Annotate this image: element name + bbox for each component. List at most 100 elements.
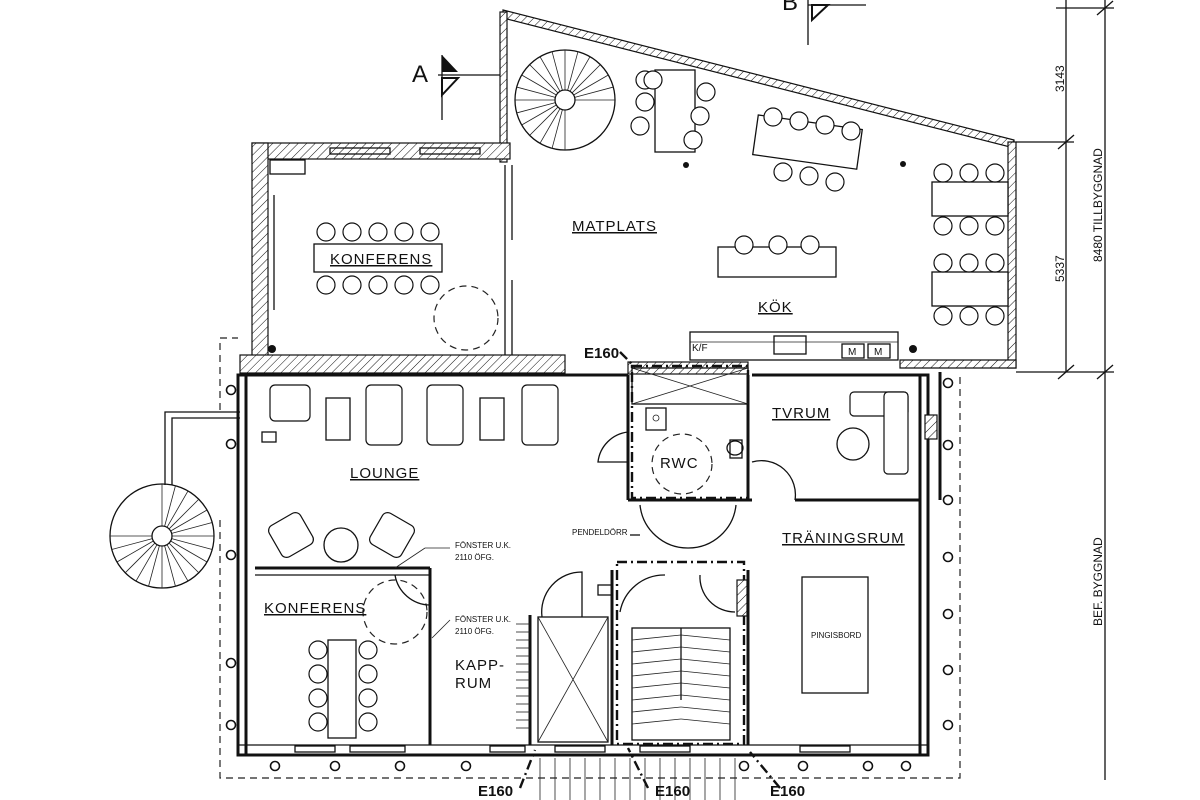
kf-label: K/F [692,343,708,354]
chair [308,664,328,684]
konferens-top-room [269,159,513,355]
chair [342,222,362,242]
chair [358,712,378,732]
spiral-stair-top [514,49,616,151]
konferens-left-wall [251,142,269,359]
konferens-top-wall [251,142,511,160]
chair [985,306,1005,326]
section-marker-b: B [782,0,866,45]
chair [308,640,328,660]
room-label-kapp-1: KAPP- [455,657,505,674]
sofa [365,384,403,446]
chair [815,115,835,135]
windows [294,147,851,753]
matplats-room [630,69,1009,361]
chair [316,275,336,295]
chair [420,222,440,242]
chair [643,70,663,90]
chair [394,275,414,295]
room-label-kapp-2: RUM [455,675,492,692]
entrance-steps [539,758,736,800]
existing-building-outline-2 [219,372,961,779]
chair [342,275,362,295]
main-top-band [239,354,566,374]
dim-total: 8480 TILLBYGGNAD [1091,148,1105,262]
chair [690,106,710,126]
fonster-note-1a: FÖNSTER U.K. [455,541,511,550]
chair [933,163,953,183]
chair [683,130,703,150]
konferens-top-table [313,243,443,273]
fonster-note-2b: 2110 ÖFG. [455,627,494,636]
chair [358,688,378,708]
kitchen-counter [689,331,899,361]
room-label-konferens-top: KONFERENS [330,251,432,268]
chair [959,216,979,236]
kapprum-area [516,571,609,743]
tvrum-room [836,391,938,475]
fonster-note-1b: 2110 ÖFG. [455,553,494,562]
chair [799,166,819,186]
fire-rating-bottom-left: E160 [478,783,513,800]
spiral-stair-left [109,411,240,589]
chair [985,163,1005,183]
pendeldorr-label: PENDELDÖRR [572,528,628,537]
chair [358,664,378,684]
sofa [269,384,311,422]
section-a-label: A [412,61,428,88]
chair [959,163,979,183]
fire-rating-bottom-mid: E160 [655,783,690,800]
konferens-bottom-room [308,574,431,739]
chair [933,306,953,326]
section-marker-a: A [412,55,500,120]
chair [358,640,378,660]
chair [985,253,1005,273]
traningsrum-room [801,576,869,694]
pendeldorr-door [630,504,737,549]
chair [635,92,655,112]
dim-5337: 5337 [1053,255,1067,282]
chair [368,275,388,295]
chair [763,107,783,127]
chair [696,82,716,102]
room-label-matplats: MATPLATS [572,218,657,235]
chair [768,235,788,255]
chair [841,121,861,141]
chair [630,116,650,136]
turning-circle [433,285,499,351]
room-label-kok: KÖK [758,298,793,316]
fonster-note-2a: FÖNSTER U.K. [455,615,511,624]
m-label-1: M [848,347,856,358]
chair [825,172,845,192]
chair [933,216,953,236]
chair [316,222,336,242]
room-label-traningsrum: TRÄNINGSRUM [782,530,905,547]
pingisbord-label: PINGISBORD [811,631,861,640]
chair [368,222,388,242]
matplats-right-wall [1007,141,1017,369]
fire-rating-top: E160 [584,345,619,362]
lounge-armchairs [268,512,415,558]
existing-building-outline [219,337,238,410]
room-label-konferens-bottom: KONFERENS [264,600,366,617]
dim-existing: BEF. BYGGNAD [1091,537,1105,626]
chair [800,235,820,255]
chair [394,222,414,242]
section-b-label: B [782,0,798,16]
extension-bottom-wall [899,359,1017,369]
chair [773,162,793,182]
chair [985,216,1005,236]
sofa [521,384,559,446]
chair [933,253,953,273]
stair-core [597,560,748,746]
main-outer-left [236,373,248,757]
dimension-lines: 3143 5337 8480 TILLBYGGNAD BEF. BYGGNAD [1016,0,1114,780]
chair [308,712,328,732]
chair [734,235,754,255]
rwc-room [597,364,797,501]
matplats-left-wall [499,11,508,163]
chair [789,111,809,131]
m-label-2: M [874,347,882,358]
fire-rating-bottom-right: E160 [770,783,805,800]
